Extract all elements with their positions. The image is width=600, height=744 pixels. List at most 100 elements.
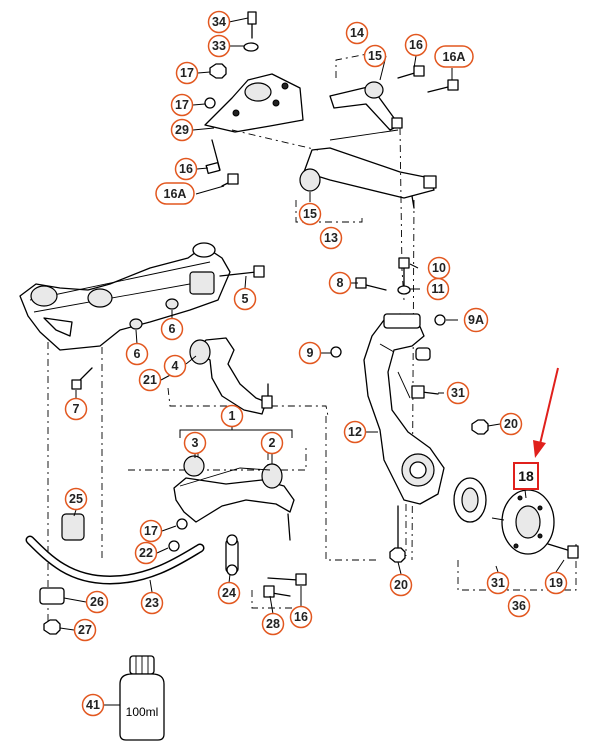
callout-17: 17 (170, 93, 194, 117)
callout-21: 21 (138, 368, 162, 392)
svg-text:3: 3 (192, 436, 199, 450)
svg-text:20: 20 (394, 578, 408, 592)
callout-13: 13 (319, 226, 343, 250)
callout-31: 31 (446, 381, 470, 405)
upper-link-arm-14 (329, 65, 459, 131)
svg-text:31: 31 (491, 576, 505, 590)
callout-15: 15 (298, 202, 322, 226)
svg-text:12: 12 (348, 425, 362, 439)
svg-text:16: 16 (179, 162, 193, 176)
svg-text:24: 24 (222, 586, 236, 600)
callout-16: 16 (404, 33, 428, 57)
svg-text:9A: 9A (468, 313, 484, 327)
svg-text:13: 13 (324, 231, 338, 245)
svg-text:8: 8 (337, 276, 344, 290)
callout-9: 9 (298, 341, 322, 365)
lower-arm-21 (189, 337, 273, 415)
svg-text:22: 22 (139, 546, 153, 560)
callout-33: 33 (207, 34, 231, 58)
stabilizer-bar (25, 513, 307, 635)
callout-24: 24 (217, 581, 241, 605)
svg-text:4: 4 (172, 359, 179, 373)
highlighted-part-18: 18 (513, 462, 539, 490)
svg-text:20: 20 (504, 417, 518, 431)
svg-text:34: 34 (212, 15, 226, 29)
svg-text:16A: 16A (443, 50, 466, 64)
bottle-label: 100ml (126, 705, 159, 719)
callout-34: 34 (207, 10, 231, 34)
callout-31: 31 (486, 571, 510, 595)
svg-text:25: 25 (69, 492, 83, 506)
callout-9A: 9A (463, 307, 489, 333)
callout-28: 28 (261, 612, 285, 636)
svg-text:6: 6 (169, 322, 176, 336)
svg-text:2: 2 (269, 436, 276, 450)
svg-text:16A: 16A (164, 187, 187, 201)
callout-41: 41 (81, 693, 105, 717)
callout-16: 16 (174, 157, 198, 181)
svg-text:27: 27 (78, 623, 92, 637)
svg-text:11: 11 (431, 282, 444, 296)
svg-text:31: 31 (451, 386, 465, 400)
callout-22: 22 (134, 541, 158, 565)
svg-text:9: 9 (307, 346, 314, 360)
svg-text:23: 23 (145, 596, 159, 610)
svg-text:28: 28 (266, 617, 280, 631)
highlight-label: 18 (518, 468, 534, 484)
callouts: 34 33 17 17 29 16 16A 14 15 16 16A 15 13… (64, 10, 568, 717)
svg-text:15: 15 (303, 207, 317, 221)
svg-text:17: 17 (175, 98, 189, 112)
svg-text:16: 16 (294, 610, 308, 624)
svg-text:14: 14 (350, 26, 364, 40)
svg-text:7: 7 (73, 402, 80, 416)
callout-10: 10 (427, 256, 451, 280)
callout-19: 19 (544, 571, 568, 595)
callout-29: 29 (170, 118, 194, 142)
svg-text:41: 41 (86, 698, 100, 712)
callout-1: 1 (220, 404, 244, 428)
callout-26: 26 (85, 590, 109, 614)
callout-17: 17 (175, 61, 199, 85)
guide-lines (47, 51, 577, 630)
callout-27: 27 (73, 618, 97, 642)
upper-mount-assembly (204, 11, 304, 187)
svg-text:19: 19 (549, 576, 563, 590)
callout-2: 2 (260, 431, 284, 455)
callout-6: 6 (125, 342, 149, 366)
subframe (19, 242, 265, 390)
callout-23: 23 (140, 591, 164, 615)
callout-36: 36 (507, 594, 531, 618)
svg-text:17: 17 (180, 66, 194, 80)
callout-20: 20 (499, 412, 523, 436)
svg-text:6: 6 (134, 347, 141, 361)
grease-bottle (119, 655, 165, 741)
callout-14: 14 (345, 21, 369, 45)
svg-text:29: 29 (175, 123, 189, 137)
callout-7: 7 (64, 397, 88, 421)
callout-16: 16 (289, 605, 313, 629)
svg-text:1: 1 (229, 409, 236, 423)
callout-17: 17 (139, 519, 163, 543)
svg-text:26: 26 (90, 595, 104, 609)
svg-text:21: 21 (143, 373, 157, 387)
callout-25: 25 (64, 487, 88, 511)
svg-text:16: 16 (409, 38, 423, 52)
callout-3: 3 (183, 431, 207, 455)
callout-8: 8 (328, 271, 352, 295)
callout-16A: 16A (155, 182, 195, 205)
svg-text:15: 15 (368, 49, 382, 63)
callout-12: 12 (343, 420, 367, 444)
callout-5: 5 (233, 287, 257, 311)
lower-arm-1 (173, 455, 295, 541)
steering-knuckle (330, 257, 489, 563)
callout-20: 20 (389, 573, 413, 597)
svg-text:5: 5 (242, 292, 249, 306)
callout-11: 11 (426, 277, 450, 301)
pointer-arrow (533, 367, 559, 458)
svg-text:10: 10 (432, 261, 446, 275)
callout-16A: 16A (434, 45, 474, 68)
callout-4: 4 (163, 354, 187, 378)
callout-6: 6 (160, 317, 184, 341)
svg-text:17: 17 (144, 524, 158, 538)
